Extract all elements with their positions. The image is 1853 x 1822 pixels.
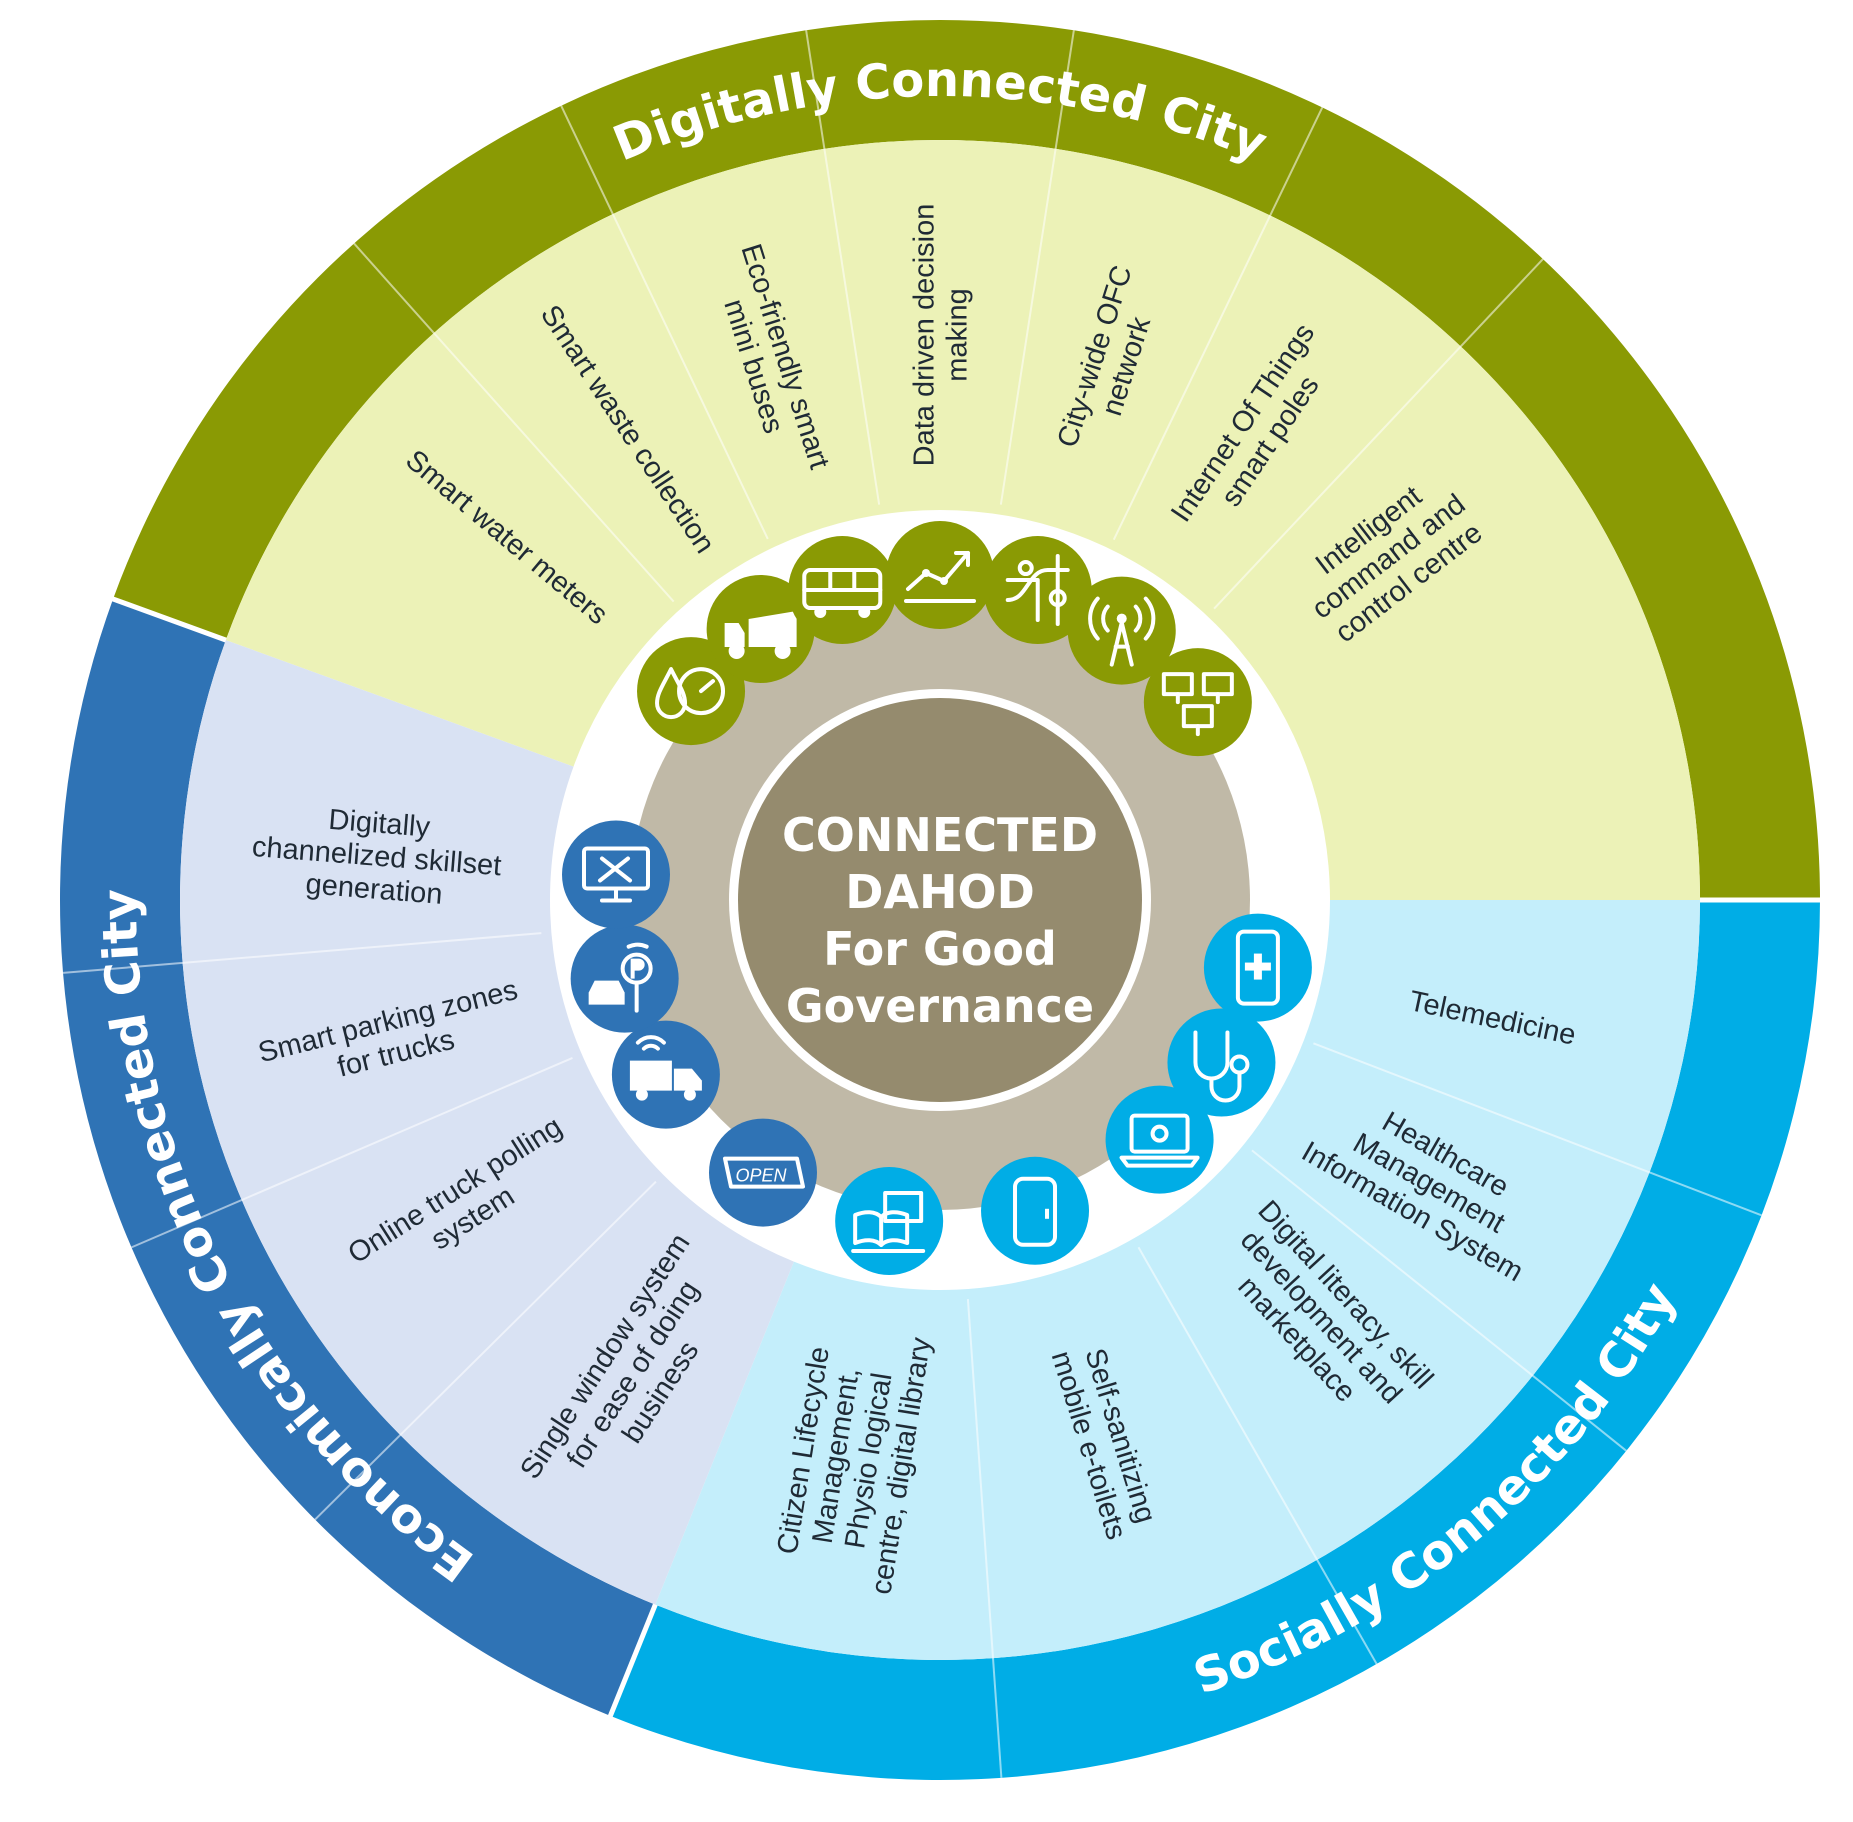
center-title-line-4: Governance [786,979,1094,1033]
segment-divider [1137,1246,1378,1665]
icon-badge [562,820,671,929]
segment-divider [131,1056,573,1249]
segment-label: Data driven decisionmaking [909,204,974,467]
connected-truck-icon [611,1020,720,1129]
phone-medical-icon [1203,913,1312,1022]
line-chart-icon [886,521,994,629]
icon-ring: OPEN [562,521,1312,1275]
ring-band-digital [113,20,1820,901]
stethoscope-icon [1167,1008,1276,1117]
center-title-line-1: CONNECTED [782,808,1098,862]
icon-badge [886,521,994,629]
segment-divider [1313,1042,1762,1217]
segment-label-line: Digitally [327,804,431,844]
open-sign-text: OPEN [735,1166,787,1186]
segment-divider [353,242,675,603]
segment-label-line: making [942,288,974,382]
segment-divider [1112,106,1324,541]
icon-badge [981,1156,1090,1265]
icon-badge [1143,648,1252,757]
segment-divider [999,30,1075,505]
screen-tools-icon [562,820,671,929]
garbage-truck-icon [706,574,815,683]
network-map-icon [983,536,1092,645]
center-title-line-2: DAHOD [845,865,1035,919]
icon-badge [708,1118,817,1227]
bus-icon [788,536,897,645]
monitors-icon [1143,648,1252,757]
ring-band-social [610,900,1820,1780]
hub-inner-disc [738,698,1142,1102]
segment-divider [1251,1149,1627,1452]
segment-divider [966,1298,1003,1778]
book-computer-icon [835,1166,944,1275]
segment-area-digital [225,139,1700,900]
segment-area-economic [179,640,794,1605]
segment-divider [1213,258,1544,610]
segment-divider [805,30,881,505]
ring-band-economic [59,599,656,1716]
toilet-cabin-icon [981,1156,1090,1265]
center-title-line-3: For Good [823,922,1057,976]
segment-label-line: Data driven decision [909,204,941,467]
laptop-at-icon [1105,1085,1214,1194]
icon-badge [637,637,746,746]
segment-area-social [655,900,1700,1660]
antenna-tower-icon [1067,576,1176,685]
water-meter-icon [637,637,746,746]
central-hub: CONNECTED DAHOD For Good Governance [557,517,1323,1283]
parking-car-icon [570,924,679,1033]
segment-divider [62,932,542,974]
segment-divider [560,105,769,540]
segment-divider [314,1180,657,1521]
open-sign-icon: OPEN [708,1118,817,1227]
